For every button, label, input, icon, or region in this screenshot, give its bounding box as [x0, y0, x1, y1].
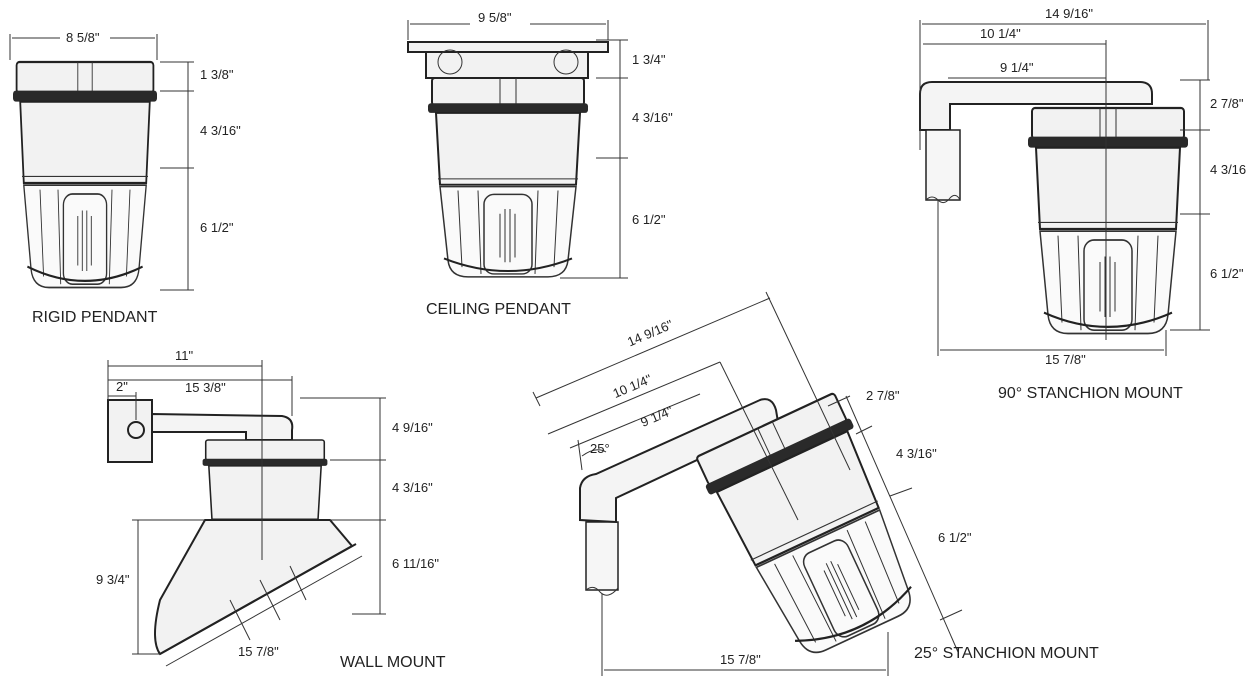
stanchion25-arm-short-dim: 9 1/4"	[638, 403, 675, 430]
wall-middle-dim: 4 3/16"	[392, 480, 433, 495]
wall-mount-view: 11" 15 3/8" 2" 4 9/16" 4 3/16" 6 11/16" …	[96, 348, 446, 671]
wall-top-dim: 4 9/16"	[392, 420, 433, 435]
wall-reach-dim: 11"	[175, 348, 193, 363]
rigid-top-dim: 1 3/8"	[200, 67, 234, 82]
stanchion25-top-dim: 2 7/8"	[866, 388, 900, 403]
rigid-pendant-label: RIGID PENDANT	[32, 309, 158, 326]
wall-fixture	[202, 439, 328, 520]
stanchion25-pipe	[585, 521, 619, 591]
stanchion25-arm-long-dim: 10 1/4"	[611, 371, 655, 401]
ceiling-pendant-fixture	[427, 77, 589, 278]
stanchion25-overall-dim: 14 9/16"	[625, 317, 675, 350]
stanchion90-globe-dim: 6 1/2"	[1210, 266, 1244, 281]
stanchion90-middle-dim: 4 3/16"	[1210, 162, 1246, 177]
rigid-width-dim: 8 5/8"	[66, 30, 100, 45]
stanchion90-overall-dim: 14 9/16"	[1045, 6, 1093, 21]
ceiling-width-dim: 9 5/8"	[478, 10, 512, 25]
stanchion-90-label: 90° STANCHION MOUNT	[998, 385, 1183, 402]
wall-offset-dim: 2"	[116, 379, 128, 394]
rigid-pendant-view: 8 5/8" 1 3/8" 4 3/16" 6 1/2" RIGID PENDA…	[9, 30, 241, 326]
rigid-globe-dim: 6 1/2"	[200, 220, 234, 235]
stanchion25-arm	[579, 398, 780, 524]
rigid-pendant-fixture	[11, 60, 159, 289]
wall-arm	[151, 412, 294, 441]
wall-reflector-dim: 6 11/16"	[392, 556, 439, 571]
ceiling-globe-dim: 6 1/2"	[632, 212, 666, 227]
ceiling-canopy	[407, 41, 609, 53]
wall-diagonal-dim: 15 7/8"	[238, 644, 279, 659]
stanchion25-middle-dim: 4 3/16"	[896, 446, 937, 461]
ceiling-pendant-view: 9 5/8" 1 3/4" 4 3/16" 6 1/2" CEILING PEN…	[407, 10, 673, 318]
stanchion25-height-dim: 15 7/8"	[720, 652, 761, 667]
stanchion90-top-dim: 2 7/8"	[1210, 96, 1244, 111]
stanchion25-angle-dim: 25°	[590, 441, 610, 456]
stanchion25-globe-dim: 6 1/2"	[938, 530, 972, 545]
ceiling-top-dim: 1 3/4"	[632, 52, 666, 67]
stanchion90-arm-long-dim: 10 1/4"	[980, 26, 1021, 41]
stanchion-90-fixture	[1026, 106, 1190, 335]
ceiling-middle-dim: 4 3/16"	[632, 110, 673, 125]
stanchion-90-view: 14 9/16" 10 1/4" 9 1/4" 2 7/8" 4 3/16" 6…	[919, 6, 1246, 402]
wall-reflector	[154, 519, 354, 656]
rigid-middle-dim: 4 3/16"	[200, 123, 241, 138]
wall-arm-dim: 15 3/8"	[185, 380, 226, 395]
wall-mount-label: WALL MOUNT	[340, 654, 446, 671]
stanchion90-height-dim: 15 7/8"	[1045, 352, 1086, 367]
stanchion-25-label: 25° STANCHION MOUNT	[914, 645, 1099, 662]
ceiling-pendant-label: CEILING PENDANT	[426, 301, 571, 318]
wall-height-dim: 9 3/4"	[96, 572, 130, 587]
stanchion90-arm-short-dim: 9 1/4"	[1000, 60, 1034, 75]
